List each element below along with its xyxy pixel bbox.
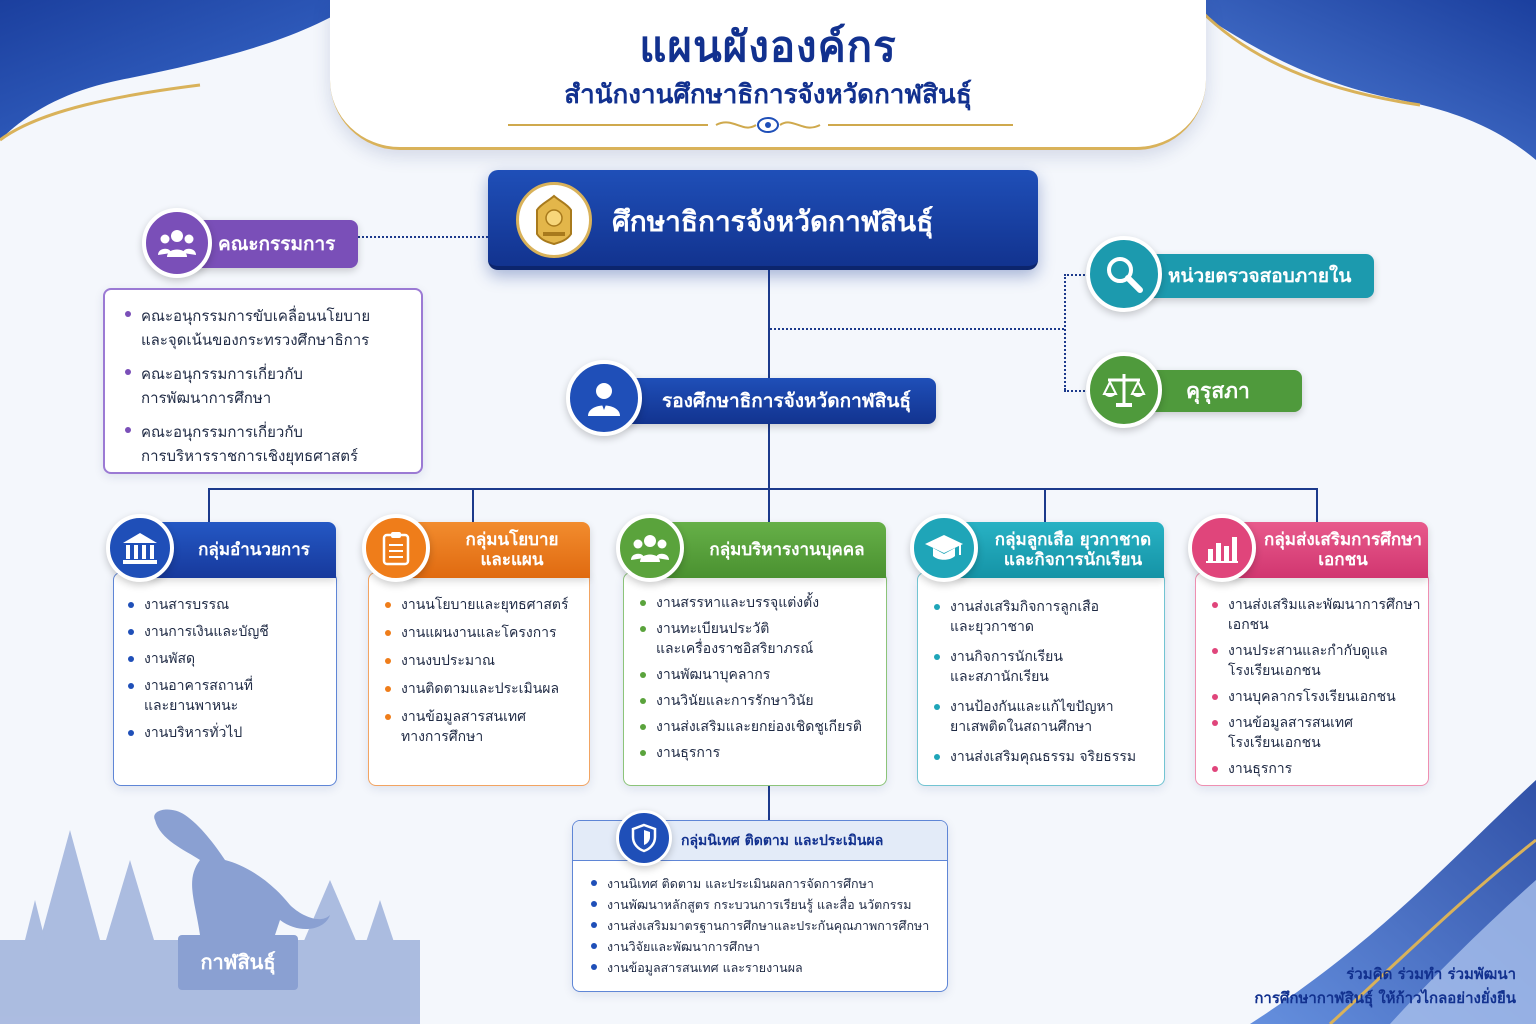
- list-item: งานข้อมูลสารสนเทศทางการศึกษา: [377, 707, 583, 747]
- list-item: งานส่งเสริมกิจการลูกเสือและยุวกาชาด: [926, 597, 1158, 637]
- list-item: งานกิจการนักเรียนและสภานักเรียน: [926, 647, 1158, 687]
- list-item: งานส่งเสริมคุณธรรม จริยธรรม: [926, 747, 1158, 767]
- list-item: งานป้องกันและแก้ไขปัญหายาเสพติดในสถานศึก…: [926, 697, 1158, 737]
- connector-group-personnel: [768, 488, 770, 522]
- government-emblem-icon: [516, 182, 592, 258]
- list-item: งานวินัยและการรักษาวินัย: [632, 691, 880, 711]
- list-item: งานงบประมาณ: [377, 651, 583, 671]
- list-item: งานแผนงานและโครงการ: [377, 623, 583, 643]
- page-title: แผนผังองค์กร: [639, 22, 897, 71]
- list-item: งานข้อมูลสารสนเทศโรงเรียนเอกชน: [1204, 713, 1422, 753]
- list-item: คณะอนุกรรมการขับเคลื่อนนโยบายและจุดเน้นข…: [117, 304, 411, 352]
- group-scouts-list: งานส่งเสริมกิจการลูกเสือและยุวกาชาด งานก…: [917, 572, 1165, 786]
- connector-group-scouts: [1044, 488, 1046, 522]
- list-item: งานการเงินและบัญชี: [120, 622, 328, 642]
- group-private-header: กลุ่มส่งเสริมการศึกษาเอกชน: [1232, 522, 1428, 578]
- list-item: งานส่งเสริมและพัฒนาการศึกษาเอกชน: [1204, 595, 1422, 635]
- magnifier-icon: [1086, 236, 1162, 312]
- committee-label: คณะกรรมการ: [218, 233, 336, 255]
- connector-groups-bar: [208, 488, 1318, 490]
- list-item: งานติดตามและประเมินผล: [377, 679, 583, 699]
- list-item: งานสรรหาและบรรจุแต่งตั้ง: [632, 593, 880, 613]
- director-label: ศึกษาธิการจังหวัดกาฬสินธุ์: [612, 205, 934, 238]
- group-admin-header: กลุ่มอำนวยการ: [150, 522, 336, 578]
- connector-committee: [358, 236, 488, 238]
- group-policy-header: กลุ่มนโยบายและแผน: [406, 522, 590, 578]
- landmark-label: กาฬสินธุ์: [200, 950, 276, 974]
- shield-icon: [616, 810, 672, 866]
- committee-header: คณะกรรมการ: [190, 220, 358, 268]
- teachers-council-header: คุรุสภา: [1140, 370, 1302, 412]
- list-item: งานวิจัยและพัฒนาการศึกษา: [583, 936, 941, 957]
- connector-group-admin: [208, 488, 210, 522]
- supervision-label: กลุ่มนิเทศ ติดตาม และประเมินผล: [681, 832, 884, 849]
- list-item: งานพัฒนาหลักสูตร กระบวนการเรียนรู้ และสื…: [583, 894, 941, 915]
- group-policy-list: งานนโยบายและยุทธศาสตร์ งานแผนงานและโครงก…: [368, 572, 590, 786]
- supervision-card: กลุ่มนิเทศ ติดตาม และประเมินผล งานนิเทศ …: [572, 820, 948, 992]
- teachers-council-label: คุรุสภา: [1186, 378, 1250, 403]
- scales-icon: [1086, 352, 1162, 428]
- list-item: งานธุรการ: [632, 743, 880, 763]
- connector-side-units: [770, 328, 1064, 330]
- list-item: งานบริหารทั่วไป: [120, 723, 328, 743]
- people-group-icon: [142, 208, 212, 278]
- group-scouts-label: กลุ่มลูกเสือ ยุวกาชาดและกิจการนักเรียน: [994, 530, 1152, 570]
- group-personnel-list: งานสรรหาและบรรจุแต่งตั้ง งานทะเบียนประวั…: [623, 572, 887, 786]
- connector-group-policy: [472, 488, 474, 522]
- officer-avatar-icon: [566, 360, 642, 436]
- deputy-label: รองศึกษาธิการจังหวัดกาฬสินธุ์: [662, 390, 911, 412]
- graduation-cap-icon: [910, 514, 978, 582]
- ornament-icon: [715, 117, 821, 133]
- bar-chart-icon: [1188, 514, 1256, 582]
- connector-side-vertical: [1064, 274, 1066, 390]
- people-group-icon: [616, 514, 684, 582]
- list-item: งานนิเทศ ติดตาม และประเมินผลการจัดการศึก…: [583, 873, 941, 894]
- list-item: งานทะเบียนประวัติและเครื่องราชอิสริยาภรณ…: [632, 619, 880, 659]
- motto-line-1: ร่วมคิด ร่วมทำ ร่วมพัฒนา: [1346, 965, 1516, 983]
- connector-deputy-groups: [768, 424, 770, 490]
- connector-supervision: [768, 786, 770, 820]
- group-policy-label: กลุ่มนโยบายและแผน: [465, 530, 559, 570]
- group-personnel-header: กลุ่มบริหารงานบุคคล: [662, 522, 886, 578]
- audit-unit-label: หน่วยตรวจสอบภายใน: [1168, 265, 1352, 287]
- page-subtitle: สำนักงานศึกษาธิการจังหวัดกาฬสินธุ์: [564, 80, 972, 110]
- clipboard-icon: [362, 514, 430, 582]
- deputy-header: รองศึกษาธิการจังหวัดกาฬสินธุ์: [620, 378, 936, 424]
- list-item: งานประสานและกำกับดูแลโรงเรียนเอกชน: [1204, 641, 1422, 681]
- committee-list: คณะอนุกรรมการขับเคลื่อนนโยบายและจุดเน้นข…: [103, 288, 423, 474]
- list-item: งานพัสดุ: [120, 649, 328, 669]
- list-item: งานส่งเสริมมาตรฐานการศึกษาและประกันคุณภา…: [583, 915, 941, 936]
- list-item: งานอาคารสถานที่และยานพาหนะ: [120, 676, 328, 716]
- connector-director-deputy: [768, 270, 770, 380]
- list-item: คณะอนุกรรมการเกี่ยวกับการพัฒนาการศึกษา: [117, 362, 411, 410]
- list-item: งานข้อมูลสารสนเทศ และรายงานผล: [583, 957, 941, 978]
- group-admin-label: กลุ่มอำนวยการ: [198, 540, 310, 560]
- list-item: งานบุคลากรโรงเรียนเอกชน: [1204, 687, 1422, 707]
- list-item: งานนโยบายและยุทธศาสตร์: [377, 595, 583, 615]
- list-item: งานส่งเสริมและยกย่องเชิดชูเกียรติ: [632, 717, 880, 737]
- connector-group-private: [1316, 488, 1318, 522]
- building-icon: [106, 514, 174, 582]
- group-personnel-label: กลุ่มบริหารงานบุคคล: [709, 540, 865, 560]
- audit-unit-header: หน่วยตรวจสอบภายใน: [1140, 254, 1374, 298]
- group-private-label: กลุ่มส่งเสริมการศึกษาเอกชน: [1264, 530, 1422, 570]
- list-item: งานธุรการ: [1204, 759, 1422, 779]
- connector-council: [1064, 390, 1088, 392]
- group-scouts-header: กลุ่มลูกเสือ ยุวกาชาดและกิจการนักเรียน: [956, 522, 1164, 578]
- title-card: [330, 0, 1206, 150]
- ornament-line-right: [828, 124, 1013, 126]
- list-item: งานสารบรรณ: [120, 595, 328, 615]
- ornament-line-left: [508, 124, 708, 126]
- motto-line-2: การศึกษากาฬสินธุ์ ให้ก้าวไกลอย่างยั่งยืน: [1254, 989, 1516, 1007]
- connector-audit: [1064, 274, 1088, 276]
- group-admin-list: งานสารบรรณ งานการเงินและบัญชี งานพัสดุ ง…: [113, 572, 337, 786]
- list-item: งานพัฒนาบุคลากร: [632, 665, 880, 685]
- group-private-list: งานส่งเสริมและพัฒนาการศึกษาเอกชน งานประส…: [1195, 572, 1429, 786]
- list-item: คณะอนุกรรมการเกี่ยวกับการบริหารราชการเชิ…: [117, 420, 411, 468]
